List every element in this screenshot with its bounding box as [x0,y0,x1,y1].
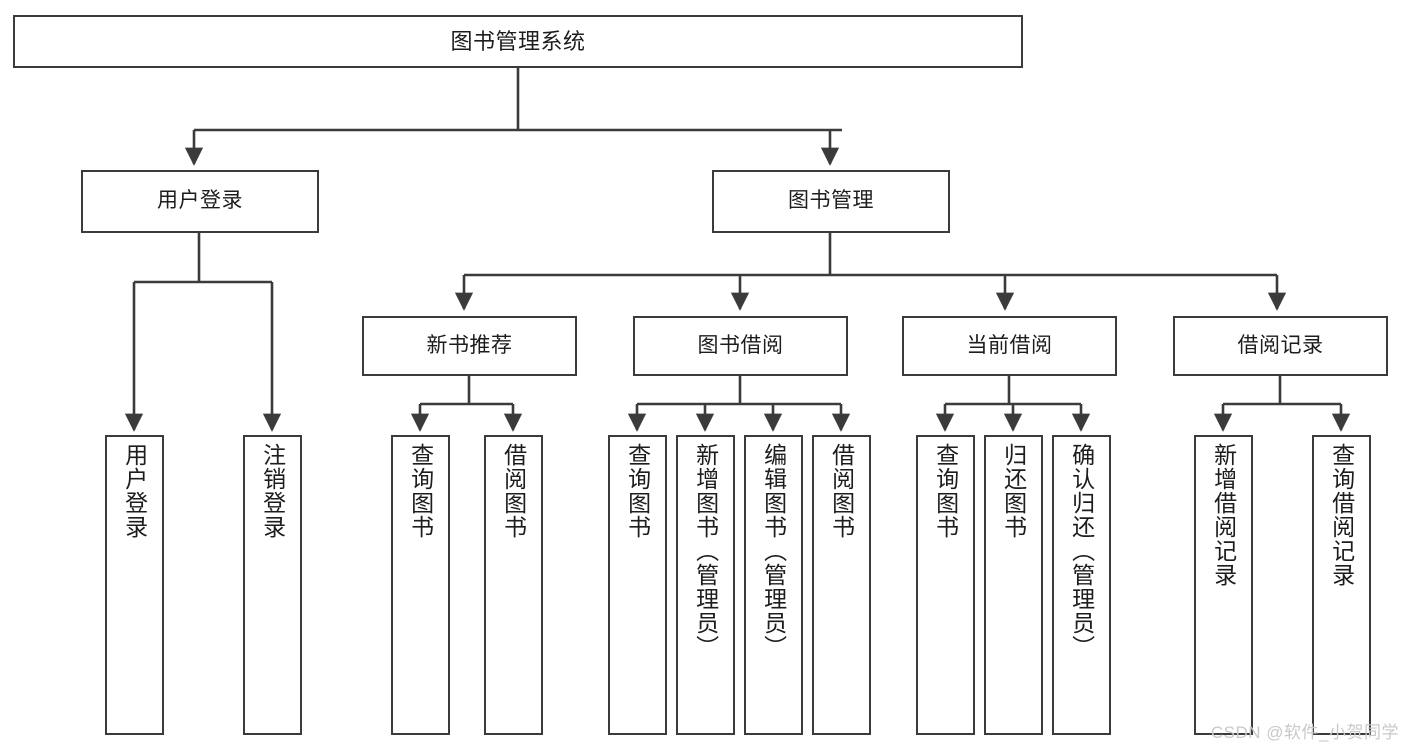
node-root-label: 图书管理系统 [450,28,586,54]
leaf-user-login-2[interactable]: 注销登录 [243,435,302,735]
leaf-borrow-record-1[interactable]: 新增借阅记录 [1194,435,1253,735]
node-book-manage[interactable]: 图书管理 [712,170,950,233]
leaf-current-borrow-3[interactable]: 确认归还（管理员） [1052,435,1111,735]
leaf-book-borrow-1-label: 查询图书 [624,443,651,539]
node-new-book-recommend[interactable]: 新书推荐 [362,316,577,376]
leaf-book-borrow-3-label: 编辑图书（管理员） [760,443,787,659]
node-book-manage-label: 图书管理 [788,189,874,213]
watermark: CSDN @软件_小贺同学 [1210,723,1399,742]
leaf-current-borrow-2[interactable]: 归还图书 [984,435,1043,735]
node-root[interactable]: 图书管理系统 [13,15,1023,68]
leaf-user-login-1-label: 用户登录 [121,443,148,539]
node-user-login-label: 用户登录 [157,189,243,213]
node-book-borrow-label: 图书借阅 [697,333,784,357]
leaf-current-borrow-1[interactable]: 查询图书 [916,435,975,735]
leaf-book-borrow-4-label: 借阅图书 [828,443,855,539]
leaf-book-borrow-2-label: 新增图书（管理员） [692,443,719,659]
leaf-borrow-record-1-label: 新增借阅记录 [1210,443,1237,587]
node-borrow-record[interactable]: 借阅记录 [1173,316,1388,376]
node-book-borrow[interactable]: 图书借阅 [633,316,848,376]
leaf-current-borrow-2-label: 归还图书 [1000,443,1027,539]
leaf-book-borrow-2[interactable]: 新增图书（管理员） [676,435,735,735]
leaf-new-book-recommend-1-label: 查询图书 [407,443,434,539]
node-user-login[interactable]: 用户登录 [81,170,319,233]
leaf-current-borrow-3-label: 确认归还（管理员） [1068,443,1095,659]
leaf-current-borrow-1-label: 查询图书 [932,443,959,539]
node-new-book-recommend-label: 新书推荐 [426,333,513,357]
leaf-borrow-record-2-label: 查询借阅记录 [1328,443,1355,587]
leaf-book-borrow-3[interactable]: 编辑图书（管理员） [744,435,803,735]
leaf-new-book-recommend-2-label: 借阅图书 [500,443,527,539]
leaf-user-login-1[interactable]: 用户登录 [105,435,164,735]
leaf-new-book-recommend-2[interactable]: 借阅图书 [484,435,543,735]
leaf-book-borrow-4[interactable]: 借阅图书 [812,435,871,735]
leaf-user-login-2-label: 注销登录 [259,443,286,539]
node-current-borrow[interactable]: 当前借阅 [902,316,1117,376]
leaf-new-book-recommend-1[interactable]: 查询图书 [391,435,450,735]
leaf-book-borrow-1[interactable]: 查询图书 [608,435,667,735]
node-borrow-record-label: 借阅记录 [1237,333,1324,357]
node-current-borrow-label: 当前借阅 [966,333,1053,357]
leaf-borrow-record-2[interactable]: 查询借阅记录 [1312,435,1371,735]
